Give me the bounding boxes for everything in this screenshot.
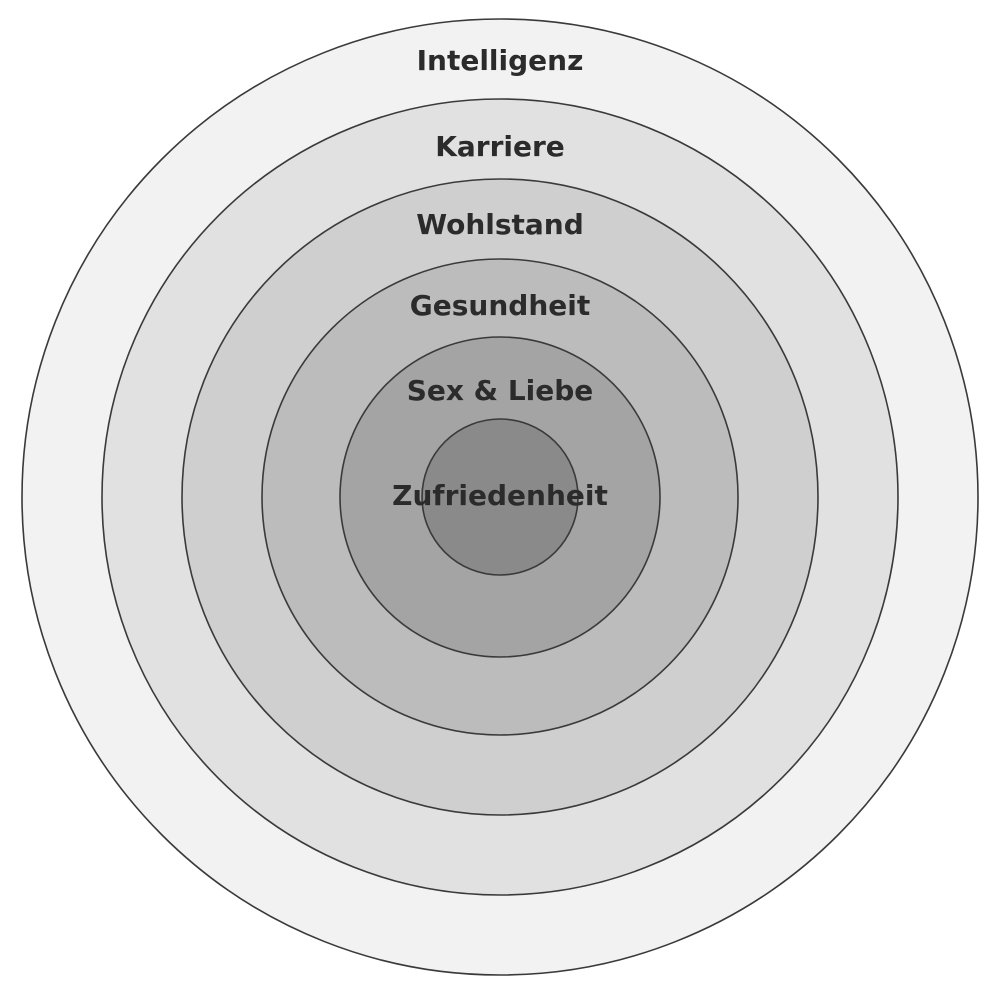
label-zufriedenheit: Zufriedenheit <box>392 479 608 512</box>
label-sex-liebe: Sex & Liebe <box>407 374 594 407</box>
label-wohlstand: Wohlstand <box>416 208 584 241</box>
ring-zufriedenheit <box>421 418 579 576</box>
label-gesundheit: Gesundheit <box>410 289 590 322</box>
label-karriere: Karriere <box>435 130 565 163</box>
label-intelligenz: Intelligenz <box>417 44 584 77</box>
